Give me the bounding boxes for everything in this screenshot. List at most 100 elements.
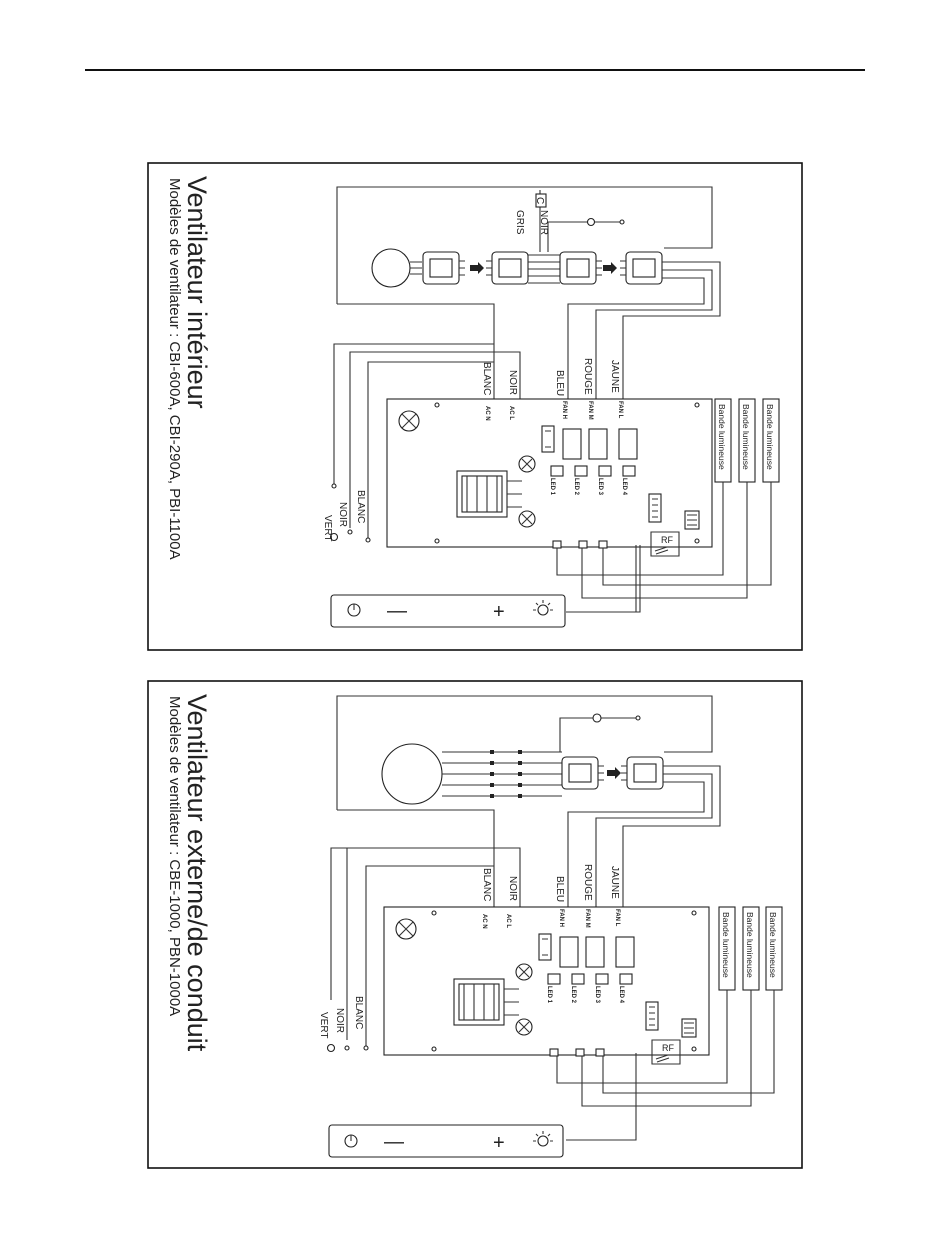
svg-text:LED 4: LED 4: [618, 986, 624, 1004]
svg-text:LED 4: LED 4: [621, 478, 627, 496]
ground-loop-wire: [336, 695, 713, 810]
noir-wire: [330, 847, 521, 1000]
svg-text:C: C: [534, 197, 545, 204]
svg-text:Bande lumineuse: Bande lumineuse: [717, 404, 727, 470]
board-socket: [620, 756, 664, 790]
jaune-wire: [622, 261, 721, 400]
rf-label: RF: [661, 535, 673, 545]
blanc-return-wire: [337, 303, 495, 400]
harness-plug: [559, 251, 603, 285]
svg-text:LED 1: LED 1: [549, 478, 555, 496]
minus-icon[interactable]: —: [384, 1131, 404, 1153]
panel-subtitle: Modèles de ventilateur : CBI-600A, CBI-2…: [166, 178, 183, 560]
controller-wire: [566, 545, 641, 613]
wire-label-jaune: JAUNE: [609, 360, 620, 393]
wire-label-bleu: BLEU: [554, 876, 565, 902]
plus-icon[interactable]: +: [493, 1132, 505, 1154]
control-board: [386, 398, 713, 549]
wire-label-vert: VERT: [318, 1012, 329, 1039]
wire-label-noir: NOIR: [337, 502, 348, 527]
remote-controller: [328, 1124, 564, 1158]
capacitor-icon: [586, 217, 596, 227]
panel-subtitle: Modèles de ventilateur : CBE-1000, PBN-1…: [166, 696, 183, 1016]
board-socket: [619, 251, 663, 285]
svg-text:FAN L: FAN L: [614, 909, 620, 927]
blanc-wire: [365, 865, 494, 1048]
blanc-wire: [367, 361, 494, 540]
svg-text:LED 2: LED 2: [573, 478, 579, 496]
wire-label-blanc: BLANC: [481, 362, 492, 395]
harness-plug: [561, 756, 605, 790]
svg-text:FAN M: FAN M: [587, 401, 593, 420]
capacitor-box: [535, 193, 547, 208]
wire-label-jaune: JAUNE: [609, 866, 620, 899]
rf-module: [650, 531, 680, 557]
svg-text:LED 3: LED 3: [594, 986, 600, 1004]
light-icon[interactable]: [537, 1135, 549, 1147]
wire-label-noir: NOIR: [507, 876, 518, 901]
ground-icon: [329, 532, 339, 542]
bleu-wire: [567, 781, 705, 908]
minus-icon[interactable]: —: [387, 600, 407, 622]
wire-label-vert: VERT: [322, 515, 333, 542]
capacitor-icon: [592, 713, 602, 723]
rf-label: RF: [662, 1043, 674, 1053]
svg-text:AC L: AC L: [505, 914, 511, 928]
led-wire: [556, 990, 728, 1084]
wire-label-rouge: ROUGE: [582, 864, 593, 901]
wire-label-noir: NOIR: [334, 1008, 345, 1033]
wire-label-noir: NOIR: [507, 370, 518, 395]
wire-label-blanc: BLANC: [353, 996, 364, 1029]
rouge-wire: [595, 269, 713, 400]
rouge-wire: [595, 773, 713, 908]
svg-text:AC N: AC N: [484, 406, 490, 421]
noir-wire: [349, 351, 521, 528]
svg-text:Bande lumineuse: Bande lumineuse: [765, 404, 775, 470]
blanc-return-wire: [337, 809, 495, 908]
jaune-wire: [622, 765, 721, 908]
svg-text:FAN H: FAN H: [561, 401, 567, 419]
svg-text:LED 3: LED 3: [597, 478, 603, 496]
panel-external-fan: Ventilateur externe/de conduit Modèles d…: [147, 680, 803, 1169]
svg-text:Bande lumineuse: Bande lumineuse: [741, 404, 751, 470]
panel-frame: [147, 162, 803, 651]
wire-label-rouge: ROUGE: [582, 358, 593, 395]
remote-controller: [330, 594, 566, 628]
connect-arrow-icon: [603, 262, 617, 274]
svg-text:AC L: AC L: [508, 406, 514, 420]
connect-arrow-icon: [470, 262, 484, 274]
panel-title: Ventilateur externe/de conduit: [182, 694, 212, 1052]
vert-wire: [333, 343, 494, 484]
motor-plug: [422, 251, 466, 285]
wire-label-blanc: BLANC: [355, 490, 366, 523]
bleu-wire: [567, 277, 705, 400]
svg-text:LED 2: LED 2: [570, 986, 576, 1004]
capacitor-wire: [559, 717, 636, 752]
wire-label-gris: GRIS: [514, 210, 525, 235]
panel-title: Ventilateur intérieur: [182, 176, 212, 409]
ground-icon: [326, 1043, 336, 1053]
panel-interior-fan: Ventilateur intérieur Modèles de ventila…: [147, 162, 803, 651]
fan-motor: [381, 743, 443, 805]
connect-arrow-icon: [607, 767, 621, 779]
svg-text:Bande lumineuse: Bande lumineuse: [745, 912, 755, 978]
led-wire: [581, 990, 752, 1107]
rf-module: [651, 1039, 681, 1065]
svg-text:AC N: AC N: [481, 914, 487, 929]
led-wire: [581, 482, 748, 599]
plus-icon[interactable]: +: [493, 601, 505, 623]
light-icon[interactable]: [537, 604, 549, 616]
capacitor-wire: [539, 190, 620, 252]
svg-text:Bande lumineuse: Bande lumineuse: [721, 912, 731, 978]
wire-label-bleu: BLEU: [554, 370, 565, 396]
svg-text:FAN L: FAN L: [617, 401, 623, 419]
panel-frame: [147, 680, 803, 1169]
ground-loop-wire: [336, 186, 713, 304]
top-rule: [85, 69, 865, 71]
led-wire: [602, 990, 775, 1094]
svg-text:Bande lumineuse: Bande lumineuse: [768, 912, 778, 978]
svg-text:LED 1: LED 1: [546, 986, 552, 1004]
harness-socket: [485, 251, 529, 285]
wire-label-noir: NOIR: [538, 210, 549, 235]
